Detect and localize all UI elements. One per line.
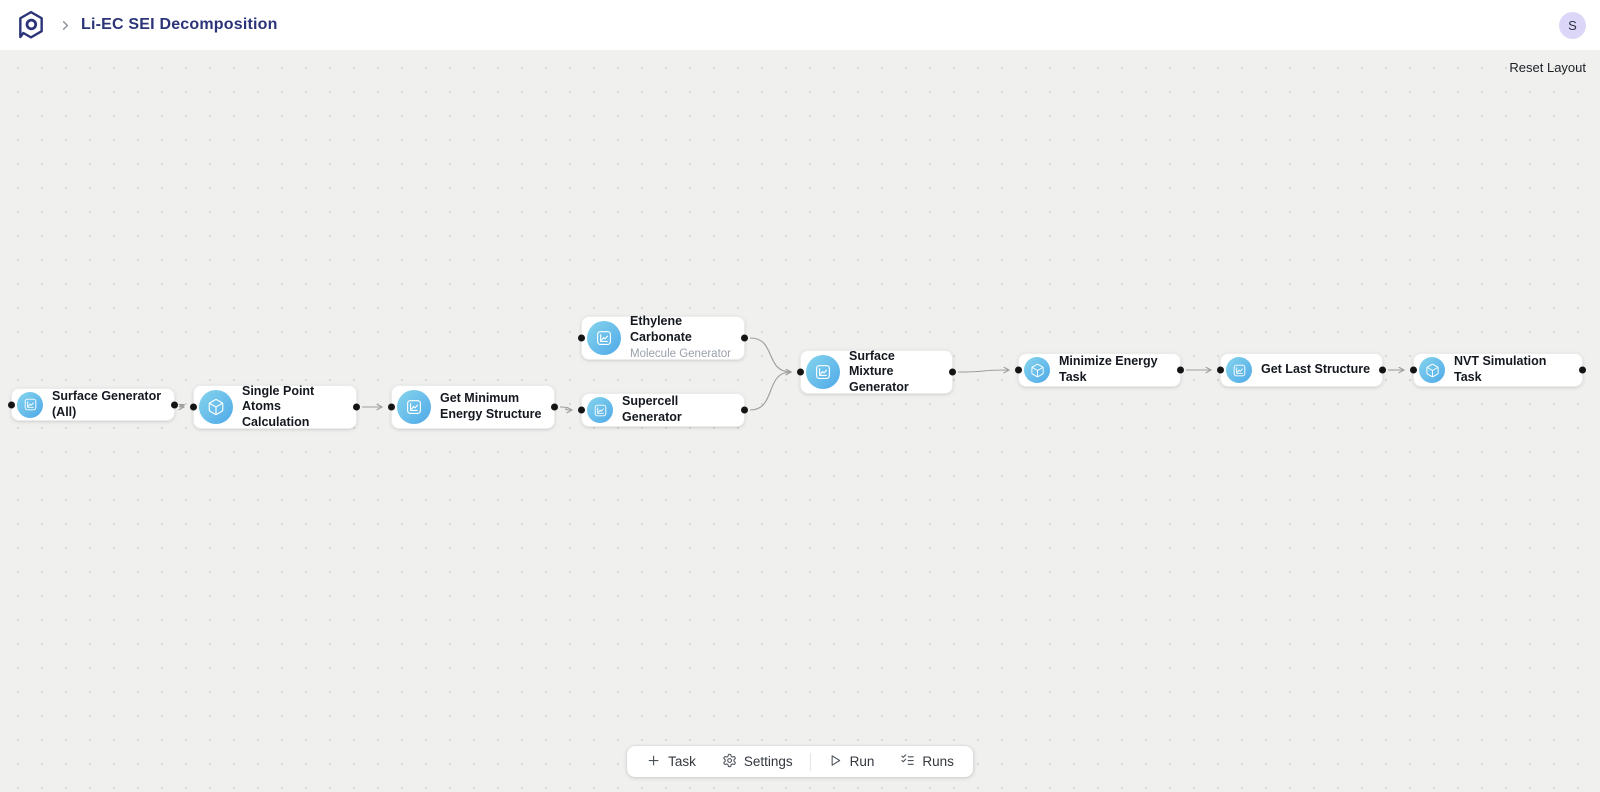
node-title: NVT Simulation Task (1454, 354, 1547, 384)
chart-icon (1226, 357, 1252, 383)
app-logo-icon[interactable] (14, 8, 48, 42)
output-handle[interactable] (353, 403, 360, 411)
output-handle[interactable] (171, 401, 178, 408)
node-surface-mixture[interactable]: Surface Mixture Generator (797, 348, 956, 394)
node-title: Surface Mixture Generator (849, 348, 909, 394)
run-label: Run (849, 754, 875, 769)
runs-label: Runs (922, 754, 954, 769)
node-title: Supercell Generator (622, 394, 682, 424)
chart-icon (397, 390, 431, 424)
edge-ethylene-carbonate-to-surface-mixture (749, 337, 791, 372)
list-checks-icon (900, 753, 915, 771)
chart-icon (17, 391, 43, 418)
node-subtitle: Molecule Generator (630, 348, 731, 361)
breadcrumb-chevron-icon (58, 18, 73, 33)
node-title: Minimize Energy Task (1059, 354, 1158, 384)
bottom-toolbar: Task Settings Run Runs (627, 746, 973, 777)
input-handle[interactable] (797, 368, 804, 376)
runs-button[interactable]: Runs (887, 746, 967, 777)
input-handle[interactable] (190, 403, 197, 411)
node-supercell-generator[interactable]: Supercell Generator (578, 393, 748, 427)
add-task-label: Task (668, 754, 696, 769)
chart-icon (587, 321, 621, 355)
reset-layout-button[interactable]: Reset Layout (1509, 60, 1586, 75)
output-handle[interactable] (741, 334, 748, 342)
node-title: Ethylene Carbonate (630, 314, 692, 344)
output-handle[interactable] (551, 403, 558, 411)
output-handle[interactable] (949, 368, 956, 376)
toolbar-divider (809, 752, 811, 771)
node-title: Single Point Atoms Calculation (242, 383, 315, 429)
play-icon (828, 753, 843, 771)
page-title: Li-EC SEI Decomposition (81, 16, 278, 33)
node-minimize-energy[interactable]: Minimize Energy Task (1015, 353, 1184, 387)
chart-icon (587, 397, 613, 423)
node-surface-generator-all[interactable]: Surface Generator (All) (8, 388, 178, 421)
output-handle[interactable] (1177, 366, 1184, 374)
output-handle[interactable] (1379, 366, 1386, 374)
input-handle[interactable] (578, 334, 585, 342)
node-title: Get Last Structure (1261, 362, 1371, 377)
settings-button[interactable]: Settings (709, 746, 806, 777)
node-title: Get Minimum Energy Structure (440, 391, 542, 421)
output-handle[interactable] (1579, 366, 1586, 374)
node-get-last-structure[interactable]: Get Last Structure (1217, 353, 1386, 387)
input-handle[interactable] (1015, 366, 1022, 374)
output-handle[interactable] (741, 406, 748, 414)
node-nvt-simulation[interactable]: NVT Simulation Task (1410, 353, 1586, 387)
edge-get-min-energy-to-supercell-generator (559, 406, 572, 410)
input-handle[interactable] (1217, 366, 1224, 374)
input-handle[interactable] (8, 401, 15, 408)
cube-icon (1419, 357, 1445, 383)
user-avatar[interactable]: S (1559, 11, 1586, 39)
node-get-min-energy[interactable]: Get Minimum Energy Structure (388, 385, 558, 429)
run-button[interactable]: Run (815, 746, 888, 777)
add-task-button[interactable]: Task (633, 746, 709, 777)
cube-icon (199, 390, 233, 424)
input-handle[interactable] (1410, 366, 1417, 374)
workflow-canvas[interactable]: Reset Layout Surface Generator (All) Sing… (0, 50, 1600, 792)
node-title: Surface Generator (All) (52, 388, 162, 419)
input-handle[interactable] (578, 406, 585, 414)
edge-supercell-generator-to-surface-mixture (749, 372, 791, 411)
edge-surface-generator-all-to-single-point-atoms (179, 403, 184, 408)
plus-icon (646, 753, 661, 771)
settings-label: Settings (743, 754, 793, 769)
chart-icon (806, 355, 840, 389)
cube-icon (1024, 357, 1050, 383)
node-single-point-atoms[interactable]: Single Point Atoms Calculation (190, 383, 360, 429)
edge-surface-mixture-to-minimize-energy (957, 370, 1009, 372)
app-header: Li-EC SEI Decomposition S (0, 0, 1600, 50)
gear-icon (722, 753, 737, 771)
input-handle[interactable] (388, 403, 395, 411)
